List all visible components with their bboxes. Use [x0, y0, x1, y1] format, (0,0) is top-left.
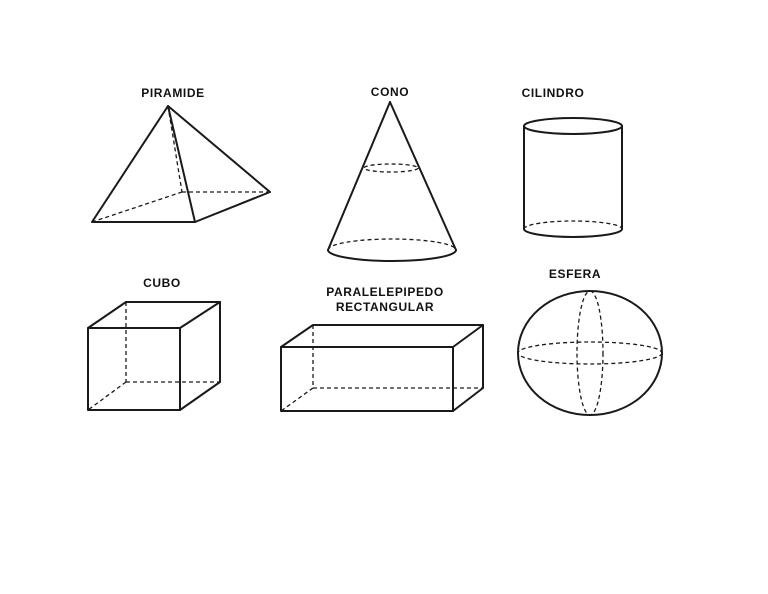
cube-right-face [179, 301, 221, 411]
label-cilindro: CILINDRO [521, 86, 585, 100]
pyramid-hidden-base-left [91, 191, 183, 223]
cone-section-ellipse [363, 163, 419, 173]
cone-left-side [327, 101, 391, 251]
cylinder-base-back [523, 220, 623, 230]
cone-base-front [327, 249, 457, 262]
sphere-meridian [576, 290, 604, 416]
cylinder-top [523, 117, 623, 135]
cylinder-figure [523, 117, 623, 238]
label-piramide: PIRAMIDE [141, 86, 205, 100]
cylinder-base-front [523, 228, 623, 238]
cone-base-back [327, 238, 457, 251]
label-cono: CONO [370, 85, 410, 99]
label-esfera: ESFERA [548, 267, 602, 281]
cuboid-front-face [280, 346, 454, 412]
label-paralelepipedo-line2: RECTANGULAR [335, 300, 435, 314]
cube-figure [87, 301, 221, 411]
pyramid-hidden-edge [167, 105, 183, 193]
sphere-equator [517, 341, 663, 365]
pyramid-figure [91, 105, 271, 223]
sphere-figure [517, 290, 663, 416]
pyramid-front-edge [167, 105, 196, 223]
cone-figure [327, 101, 457, 262]
cuboid-right-face [452, 324, 484, 412]
cone-right-side [389, 101, 457, 251]
sphere-outline [517, 290, 663, 416]
cube-hidden-bottom-left [87, 381, 127, 411]
label-cubo: CUBO [143, 276, 181, 290]
cube-front-face [87, 327, 181, 411]
cuboid-figure [280, 324, 484, 412]
cuboid-top-face [280, 324, 484, 348]
cuboid-hidden-bottom-left [280, 387, 314, 412]
cube-top-face [87, 301, 221, 329]
label-paralelepipedo-line1: PARALELEPIPEDO [326, 285, 444, 299]
